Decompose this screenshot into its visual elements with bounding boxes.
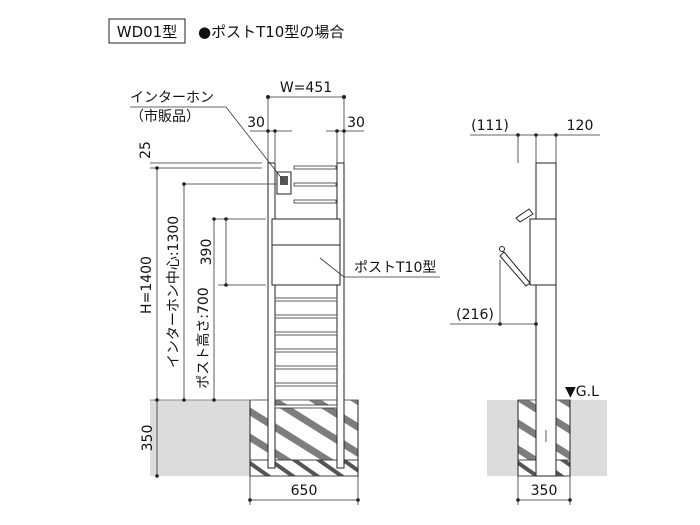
post-label: ポストT10型 <box>354 260 436 276</box>
side-depth-dim: 120 <box>567 118 594 134</box>
post-box-top <box>271 218 341 246</box>
width-dim: W=451 <box>280 80 332 96</box>
intercom-label-line1: インターホン <box>130 90 214 106</box>
foundation-depth-dim: 350 <box>140 425 156 452</box>
model-code-box <box>108 18 186 44</box>
side-flap-top <box>515 208 534 223</box>
top-offset-dim: 25 <box>138 141 154 159</box>
right-post <box>336 162 345 469</box>
model-code: WD01型 <box>117 23 177 41</box>
case-title: ●ポストT10型の場合 <box>198 23 344 41</box>
intercom-center-dim: インターホン中心:1300 <box>166 216 182 368</box>
foundation-width-dim: 650 <box>291 483 318 499</box>
left-margin-dim: 30 <box>247 115 265 131</box>
right-margin-dim: 30 <box>347 115 365 131</box>
front-view: W=451 30 30 インターホン （市販品） 25 H=1400 インターホ… <box>130 80 440 505</box>
side-flap-bottom <box>499 251 531 287</box>
side-post-box <box>529 218 557 286</box>
post-height-dim: ポスト高さ:700 <box>195 287 212 388</box>
ground-fill-left <box>150 400 250 476</box>
side-projection-dim: (216) <box>456 307 494 323</box>
side-view: (111) 120 (216) ▼G.L 350 <box>450 118 607 505</box>
side-left-offset-dim: (111) <box>471 118 509 134</box>
left-post <box>267 162 276 469</box>
post-label-leader <box>319 257 440 278</box>
side-post <box>535 162 557 477</box>
side-foundation-width-dim: 350 <box>531 483 558 499</box>
intercom-speaker <box>280 176 288 185</box>
post-box-body <box>271 244 341 286</box>
ground-level-label: ▼G.L <box>565 384 599 400</box>
post-spacing-dim: 390 <box>199 239 215 266</box>
intercom-leader <box>130 106 284 181</box>
total-height-dim: H=1400 <box>139 256 155 314</box>
slats <box>274 165 338 409</box>
intercom-label-line2: （市販品） <box>130 108 200 125</box>
header: WD01型 ●ポストT10型の場合 <box>108 18 344 44</box>
